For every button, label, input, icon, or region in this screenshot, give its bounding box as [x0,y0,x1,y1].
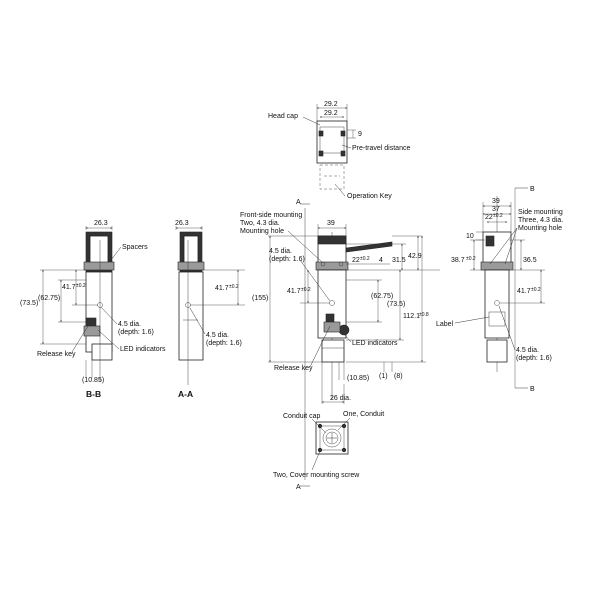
front-dim-hole: 41.7 [287,288,301,295]
side-label-label: Label [436,321,454,328]
side-dim-22: 22 [485,214,493,221]
front-dim-1: (1) [379,373,388,380]
bottom-label-conduit-cap: Conduit cap [283,413,320,420]
front-label-hole: 4.5 dia. [269,248,292,255]
front-label-mount-2: Two, 4.3 dia. [240,220,280,227]
bb-dim-hole: 41.7 [62,284,76,291]
side-label-side-3: Mounting hole [518,225,562,232]
bb-dim-bottom: (10.85) [82,377,104,384]
front-dim-width: 39 [327,220,335,227]
front-label-depth: (depth: 1.6) [269,256,305,263]
side-section-mark-bottom: B [530,386,535,393]
bb-dim-width: 26.3 [94,220,108,227]
front-dim-6275: (62.75) [371,293,393,300]
front-dim-155: (155) [252,295,268,302]
side-label-side-2: Three, 4.3 dia. [518,217,563,224]
side-section-mark-top: B [530,186,535,193]
dim-9: 9 [358,131,362,138]
side-tol-22: ±0.2 [493,213,503,219]
front-section-mark-top: A [296,199,301,206]
aa-dim-width: 26.3 [175,220,189,227]
bb-dim-mid: (62.75) [38,295,60,302]
front-dim-315: 31.5 [392,257,406,264]
label-operation-key: Operation Key [347,193,392,200]
front-section-mark-bottom: A [296,484,301,491]
dim-top-292: 29.2 [324,101,338,108]
front-label-mount-1: Front-side mounting [240,212,302,219]
front-dim-26: 26 dia. [330,395,351,402]
aa-tol-hole: ±0.2 [229,284,239,290]
head-cap-outline [316,120,348,164]
side-dim-39: 39 [492,198,500,205]
front-dim-4: 4 [379,257,383,264]
side-dim-37: 37 [492,206,500,213]
side-dim-365: 36.5 [523,257,537,264]
operation-key-outline [319,164,345,190]
front-view: A A 39 22 ±0.2 4 31.5 42.9 [240,199,440,491]
bb-label-hole: 4.5 dia. [118,321,141,328]
bottom-label-screw: Two, Cover mounting screw [273,472,360,479]
front-tol-22: ±0.2 [360,256,370,262]
side-label-side-1: Side mounting [518,209,563,216]
section-bb-view: 26.3 (73.5) (62.75) 41.7 ±0.2 (10.85) Sp… [20,220,166,399]
front-label-release: Release key [274,365,313,372]
front-label-led: LED indicators [352,340,398,347]
aa-label-depth: (depth: 1.6) [206,340,242,347]
bb-label-led: LED indicators [120,346,166,353]
aa-label-hole: 4.5 dia. [206,332,229,339]
conduit-circle [322,428,342,448]
bb-dim-outer: (73.5) [20,300,38,307]
side-label-hole: 4.5 dia. [516,347,539,354]
label-head-cap: Head cap [268,113,298,120]
bb-tol-hole: ±0.2 [76,283,86,289]
conduit-cap-icon [325,431,339,445]
bb-label-release: Release key [37,351,76,358]
bb-label-depth: (depth: 1.6) [118,329,154,336]
side-dim-hole: 41.7 [517,288,531,295]
front-dim-735: (73.5) [387,301,405,308]
front-dim-1121: 112.1 [403,313,420,320]
side-tol-387: ±0.2 [466,256,476,262]
front-dim-429: 42.9 [408,253,422,260]
top-view: 29.2 29.2 9 Head cap Pre-travel distance… [268,101,410,200]
label-pretravel: Pre-travel distance [352,145,410,152]
front-tol-hole: ±0.2 [301,287,311,293]
front-label-mount-3: Mounting hole [240,228,284,235]
front-dim-8: (8) [394,373,403,380]
head-cap-inner [319,126,345,154]
side-dim-387: 38.7 [451,257,465,264]
side-view: B B 39 37 22 ±0.2 10 38.7 ±0.2 36.5 [436,186,563,393]
front-tol-1121: ±0.8 [419,312,429,318]
bottom-view: Conduit cap One, Conduit Two, Cover moun… [273,411,384,479]
side-dim-10: 10 [466,233,474,240]
aa-dim-hole: 41.7 [215,285,229,292]
bottom-label-conduit: One, Conduit [343,411,384,418]
side-tol-hole: ±0.2 [531,287,541,293]
section-aa-view: 26.3 41.7 ±0.2 4.5 dia. (depth: 1.6) A-A [175,220,245,399]
aa-caption: A-A [178,389,193,399]
front-dim-22: 22 [352,257,360,264]
front-dim-1085: (10.85) [347,375,369,382]
dim-top-inner-292: 29.2 [324,110,338,117]
side-label-depth: (depth: 1.6) [516,355,552,362]
bb-label-spacers: Spacers [122,244,148,251]
bb-caption: B-B [86,389,101,399]
